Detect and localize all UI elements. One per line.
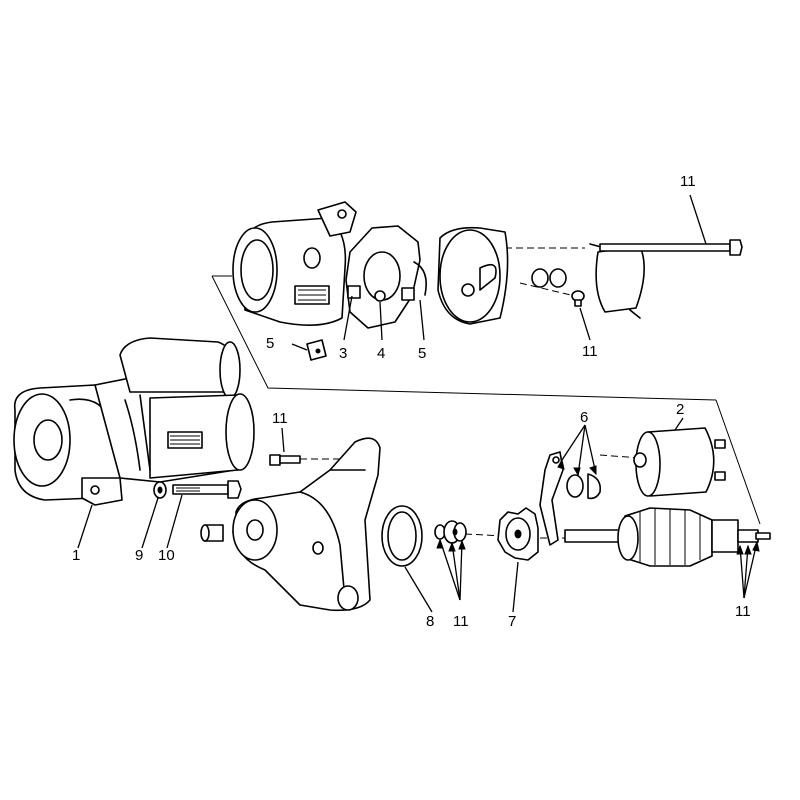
- callout-6: 6: [580, 409, 588, 426]
- callout-11-bottom: 11: [453, 613, 469, 630]
- callout-5-left: 5: [266, 335, 274, 352]
- callout-1: 1: [72, 547, 80, 564]
- bushings: [531, 268, 567, 288]
- callout-11-upper-right: 11: [582, 343, 598, 360]
- brush-5-left: [306, 339, 327, 361]
- callout-3: 3: [339, 345, 347, 362]
- clips-6: [566, 473, 602, 500]
- screw-11-upper: [571, 290, 585, 307]
- callout-8: 8: [426, 613, 434, 630]
- callout-labels: 11 5 3 4 5 11 11 6 2 1 9 10 8 11 7 11: [72, 173, 751, 630]
- callout-11-top: 11: [680, 173, 696, 190]
- drive-end-housing: [200, 437, 381, 612]
- starter-motor-assembly: [13, 337, 255, 506]
- armature: [564, 507, 771, 567]
- callout-5-right: 5: [418, 345, 426, 362]
- solenoid-2: [633, 427, 726, 497]
- callout-9: 9: [135, 547, 143, 564]
- washer-9: [153, 481, 167, 499]
- shift-lever: [539, 451, 564, 546]
- callout-11-right: 11: [735, 603, 751, 620]
- bolt-11-mid: [269, 454, 301, 466]
- field-frame: [232, 201, 357, 326]
- callout-2: 2: [676, 401, 684, 418]
- callout-4: 4: [377, 345, 385, 362]
- callout-7: 7: [508, 613, 516, 630]
- o-ring-8: [381, 505, 423, 567]
- through-bolt-10: [172, 480, 242, 499]
- callout-11-mid: 11: [272, 410, 288, 427]
- retainer-parts-11: [434, 520, 467, 544]
- commutator-end-frame: [437, 226, 509, 325]
- long-bolt-11: [599, 239, 743, 256]
- callout-10: 10: [158, 547, 175, 564]
- brush-holder-4: [345, 225, 427, 329]
- pinion-drive-7: [497, 507, 539, 561]
- leader-lines: [77, 194, 760, 613]
- end-cover: [589, 243, 645, 319]
